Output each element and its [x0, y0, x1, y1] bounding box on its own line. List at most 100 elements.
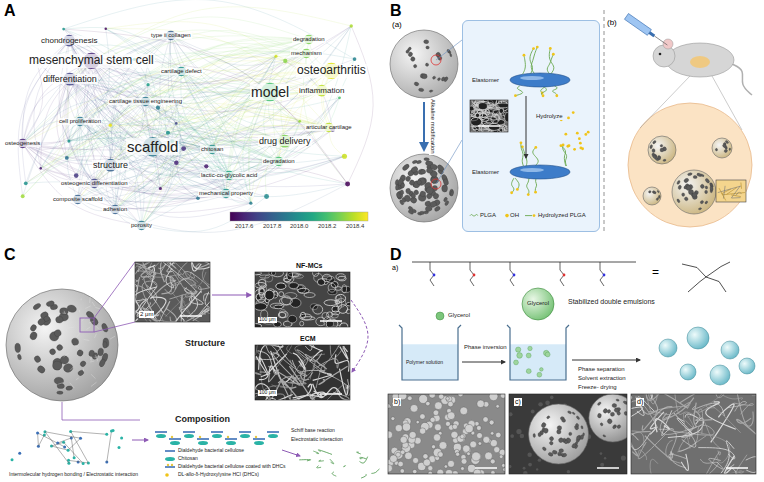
nanofibrous-microsphere [81, 316, 87, 322]
composition-scheme [82, 462, 85, 465]
microsphere-scheme [450, 191, 454, 197]
composition-scheme [330, 459, 334, 464]
scheme-label: Elastomer [471, 77, 500, 84]
legend-label: Dialdehyde bacterial cellulose [178, 448, 244, 454]
micrograph [458, 435, 465, 442]
micrograph [631, 431, 644, 448]
nanofibrous-microsphere [6, 289, 118, 401]
composition-scheme [268, 434, 278, 438]
annotation-label: = [652, 266, 659, 280]
beaker [399, 325, 461, 380]
process-arrow [462, 362, 505, 363]
micrograph [279, 297, 292, 305]
micrograph [255, 345, 350, 400]
micrograph [597, 413, 601, 418]
keyword-links [78, 184, 348, 232]
micrograph [322, 276, 333, 280]
nanofibrous-microsphere [80, 318, 94, 332]
micrograph [202, 267, 210, 285]
beaker [514, 360, 519, 365]
micrograph [336, 294, 346, 302]
composition-scheme [343, 466, 345, 467]
micrograph [260, 369, 279, 381]
nanofibrous-microsphere [92, 302, 95, 306]
micrograph [259, 289, 265, 298]
nanofibrous-microsphere [88, 350, 95, 358]
micrograph [391, 417, 395, 421]
microsphere-scheme [516, 188, 519, 191]
annotation-label: Composition [175, 414, 230, 424]
micrograph [439, 394, 444, 399]
micrograph [398, 461, 404, 467]
composition-scheme [11, 458, 14, 461]
beaker [517, 353, 523, 359]
micrograph [304, 293, 315, 298]
micrograph [529, 404, 589, 464]
micrograph [388, 394, 505, 474]
micrograph [447, 412, 455, 420]
micrograph [684, 413, 694, 449]
nanofibrous-microsphere [63, 363, 74, 374]
panel-letter: D [390, 246, 402, 264]
composition-scheme [11, 429, 380, 478]
keyword-links [23, 62, 43, 143]
microsphere [680, 364, 696, 380]
keyword-label: structure [92, 160, 129, 170]
nanofibrous-microsphere [79, 360, 87, 368]
micrograph [328, 283, 336, 292]
micrograph [546, 415, 550, 419]
micrograph [528, 463, 532, 467]
micrograph [457, 435, 464, 442]
nanofibrous-microsphere [71, 337, 79, 345]
scale-label: c) [514, 398, 522, 406]
micrograph [542, 446, 547, 451]
composition-scheme [317, 466, 321, 468]
micrograph [494, 447, 500, 453]
keyword-label: scaffold [126, 138, 179, 155]
micrograph [171, 277, 190, 286]
microsphere-scheme [567, 117, 570, 120]
micrograph [483, 436, 490, 443]
composition-scheme [105, 433, 108, 436]
micrograph [319, 366, 348, 384]
composition-scheme [225, 438, 237, 440]
nanofibrous-microsphere [75, 346, 78, 347]
micrograph [613, 424, 617, 428]
micrograph [659, 429, 677, 454]
separator-line [604, 10, 605, 232]
keyword-label: type ii collagen [150, 32, 192, 39]
micrograph [445, 469, 453, 474]
mouse-model [624, 14, 752, 227]
micrograph [509, 394, 627, 474]
keyword-circles [146, 83, 149, 86]
annotation-label: ECM [300, 335, 316, 343]
micrograph [509, 465, 511, 468]
composition-scheme [77, 461, 80, 464]
micrograph [485, 452, 493, 460]
micrograph [509, 412, 513, 416]
micrograph [437, 469, 444, 474]
beaker [399, 325, 461, 380]
nanofibrous-microsphere [66, 329, 68, 332]
micrograph [339, 369, 347, 395]
micrograph [434, 402, 442, 410]
mouse-model [663, 159, 666, 162]
legend-sample [165, 457, 175, 461]
keyword-links [41, 129, 279, 168]
micrograph [463, 445, 471, 453]
mouse-model [692, 192, 697, 197]
keyword-circles [350, 24, 353, 27]
mouse-model [683, 177, 689, 183]
micrograph [142, 281, 157, 311]
micrograph [538, 402, 542, 406]
micrograph-inset [481, 117, 489, 121]
nanofibrous-microsphere [36, 364, 46, 374]
micrograph [276, 283, 286, 289]
glycerol-drop [436, 312, 444, 320]
keyword-label: osteogenic differentiation [60, 180, 129, 187]
microsphere-scheme [390, 20, 600, 232]
nanofibrous-microsphere [76, 334, 79, 338]
micrograph [448, 401, 454, 407]
keyword-label: cell proliferation [58, 118, 102, 125]
keyword-label: chondrogenesis [40, 36, 98, 45]
